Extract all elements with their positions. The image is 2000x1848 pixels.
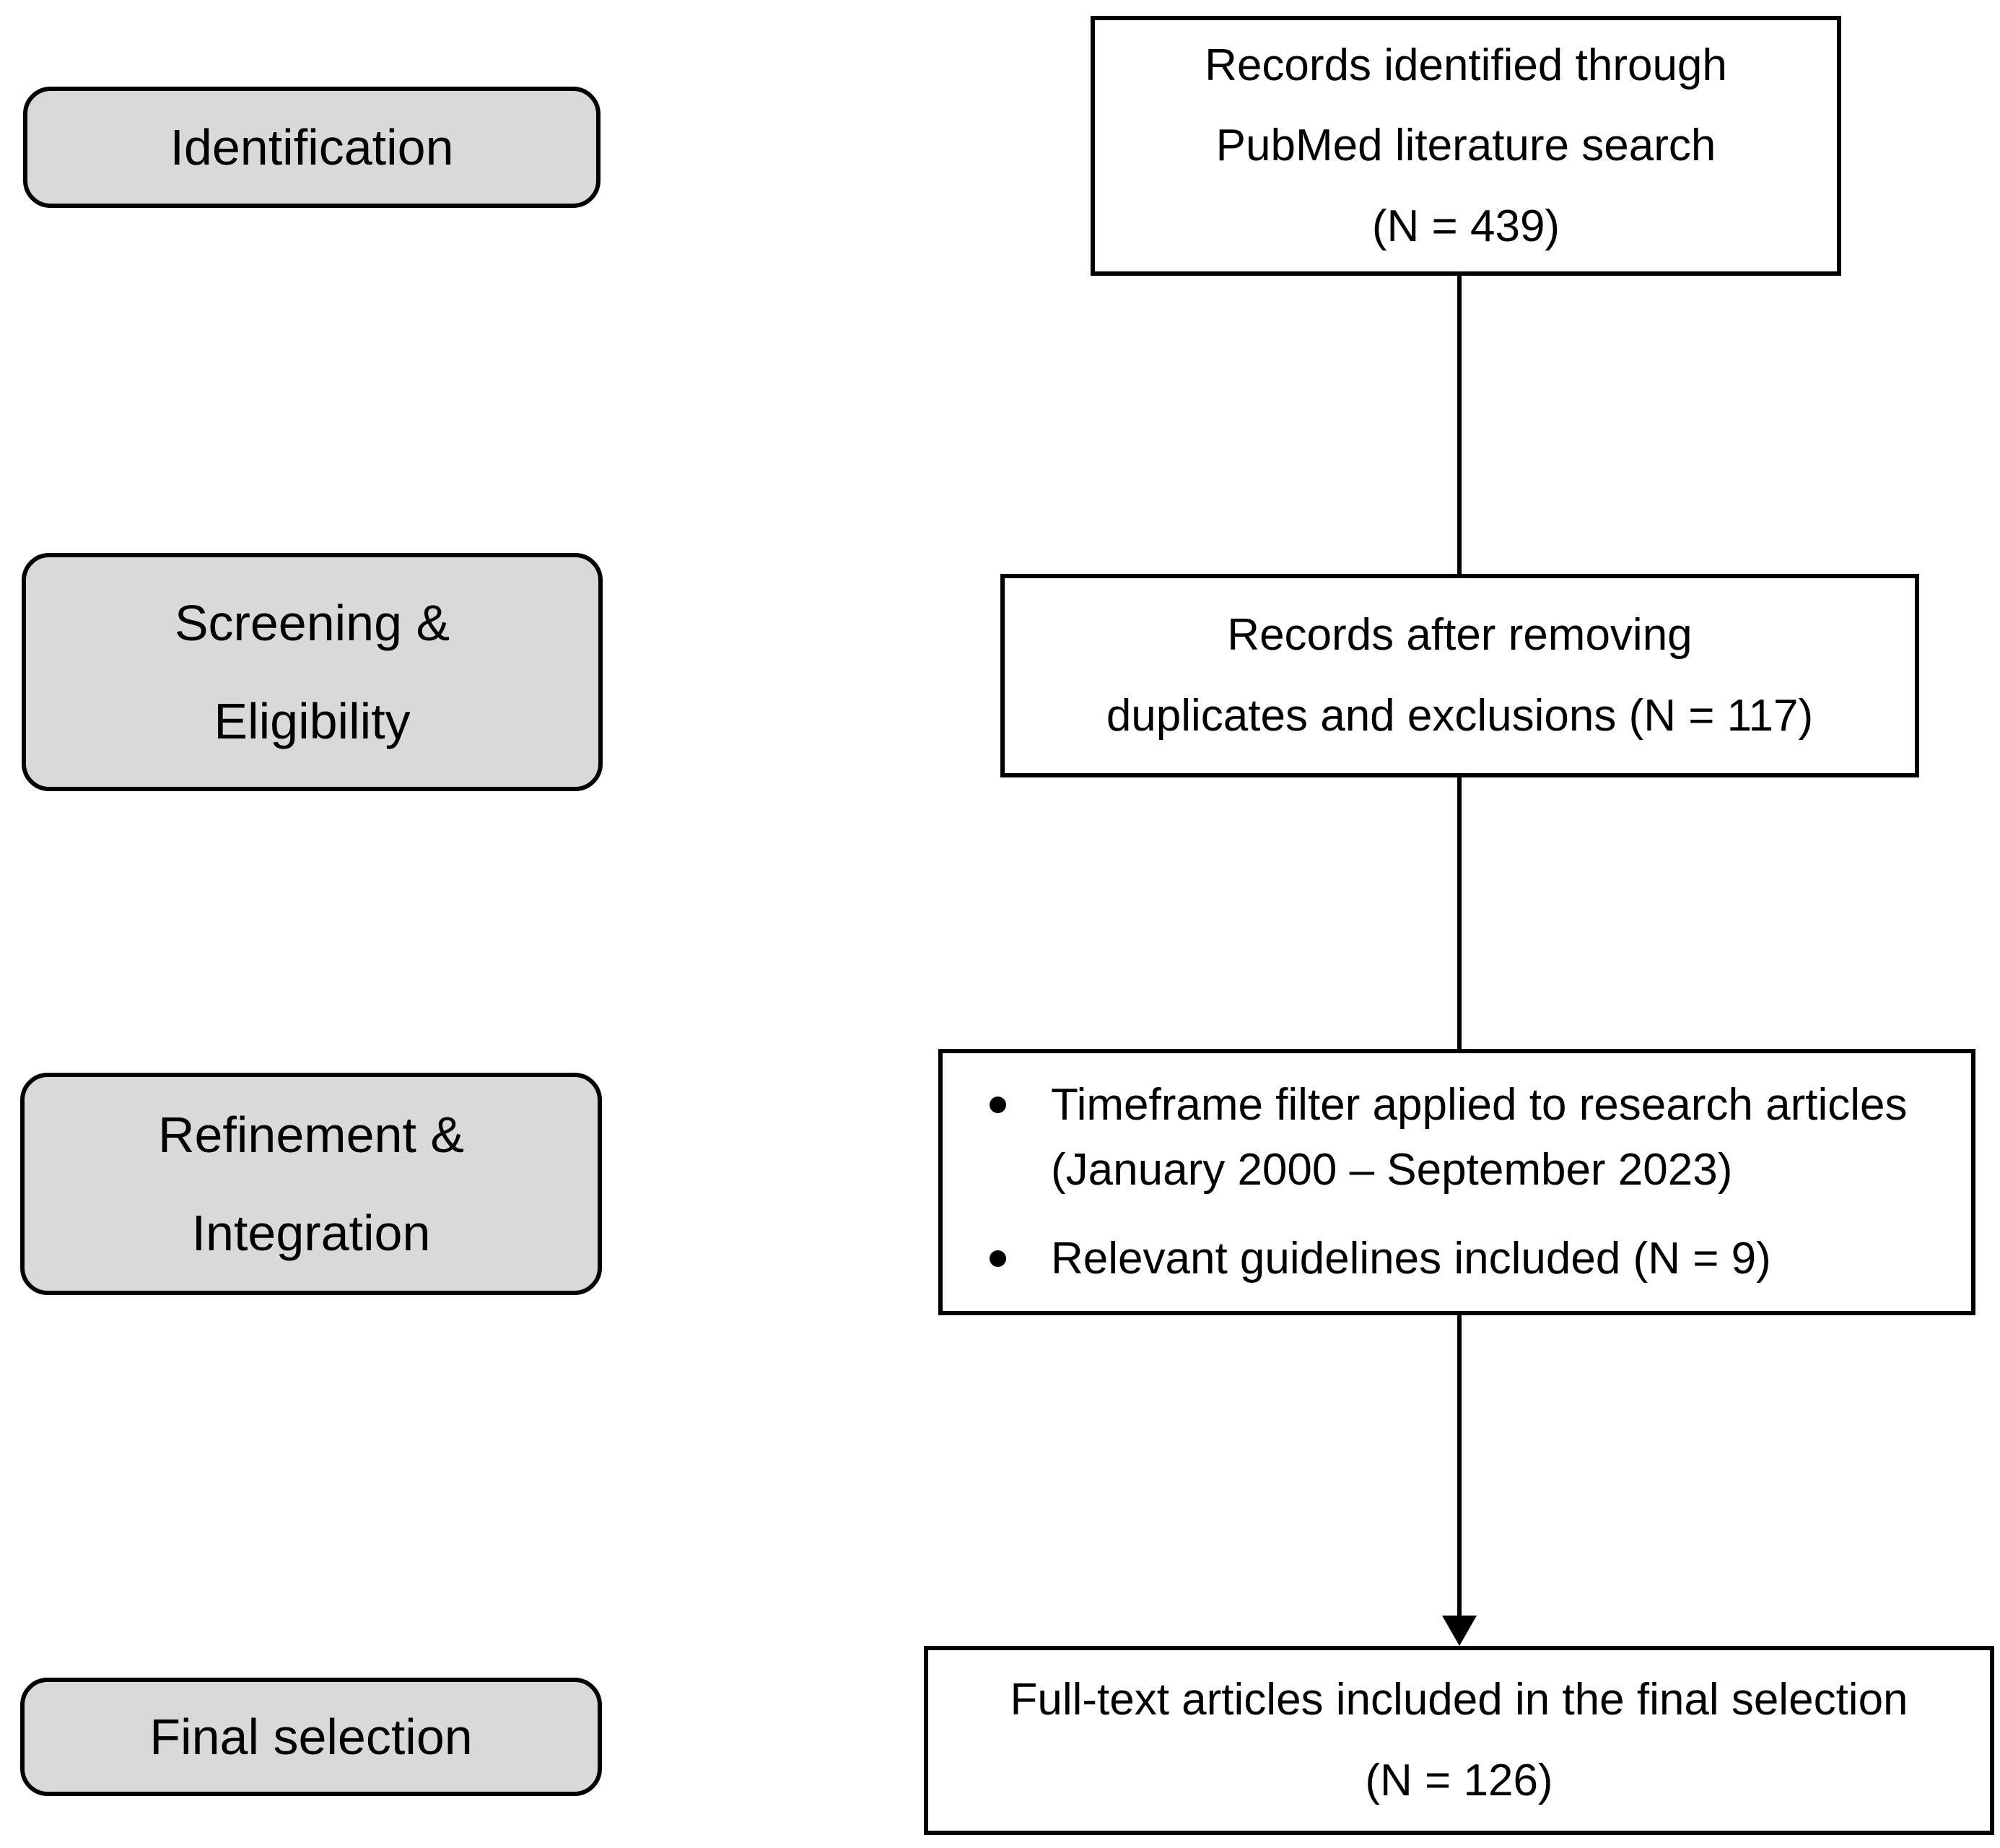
stage-identification-label: Identification xyxy=(170,118,454,175)
bullet-icon xyxy=(990,1096,1006,1113)
bullet-timeframe-filter-text: Timeframe filter applied to research art… xyxy=(1051,1079,1908,1195)
bullet-item-relevant-guidelines: Relevant guidelines included (N = 9) xyxy=(990,1226,1957,1291)
stage-screening-eligibility-label: Screening & Eligibility xyxy=(174,594,450,750)
box-records-after-removal: Records after removing duplicates and ex… xyxy=(1000,574,1919,777)
stage-identification: Identification xyxy=(23,87,601,208)
connector-screening-to-refinement xyxy=(1457,777,1462,1049)
box-records-after-removal-text: Records after removing duplicates and ex… xyxy=(1106,610,1814,741)
box-records-identified: Records identified through PubMed litera… xyxy=(1091,16,1841,276)
stage-refinement-integration: Refinement & Integration xyxy=(20,1073,602,1295)
box-refinement-details: Timeframe filter applied to research art… xyxy=(938,1049,1975,1315)
stage-final-selection-label: Final selection xyxy=(149,1708,473,1765)
arrow-down-icon xyxy=(1442,1616,1477,1646)
bullet-item-timeframe-filter: Timeframe filter applied to research art… xyxy=(990,1073,1957,1203)
box-full-text-included: Full-text articles included in the final… xyxy=(924,1646,1994,1835)
connector-identification-to-screening xyxy=(1457,276,1462,574)
stage-final-selection: Final selection xyxy=(20,1678,602,1796)
stage-refinement-integration-label: Refinement & Integration xyxy=(157,1106,465,1262)
bullet-relevant-guidelines-text: Relevant guidelines included (N = 9) xyxy=(1051,1234,1771,1284)
stage-screening-eligibility: Screening & Eligibility xyxy=(22,553,603,791)
connector-refinement-to-final xyxy=(1457,1315,1462,1618)
box-full-text-included-text: Full-text articles included in the final… xyxy=(1010,1675,1908,1805)
box-records-identified-text: Records identified through PubMed litera… xyxy=(1205,40,1727,251)
bullet-icon xyxy=(990,1250,1006,1268)
